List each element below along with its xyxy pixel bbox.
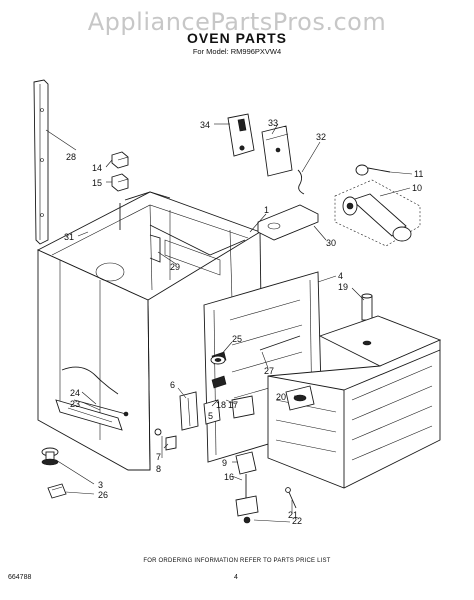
callout-23: 23 (70, 399, 80, 409)
part-28-bracket (47, 483, 67, 499)
callout-25: 25 (232, 334, 242, 344)
model-line: For Model: RM996PXVW4 (192, 47, 282, 56)
callout-31: 30 (326, 238, 336, 248)
callout-7: 7 (156, 452, 161, 462)
part-34-plate (227, 113, 255, 157)
callout-30: 32 (316, 132, 326, 142)
part-30-clip (297, 169, 305, 195)
callout-22: 22 (292, 516, 302, 526)
part-21-nut (285, 487, 297, 509)
callout-27: 27 (264, 366, 274, 376)
part-8-clip (165, 435, 177, 451)
part-32-shelf-support (149, 234, 161, 263)
callout-9: 9 (222, 458, 227, 468)
part-7-screw (154, 428, 162, 436)
page-number: 4 (234, 574, 238, 581)
part-3-foot (41, 447, 59, 466)
oven-cavity-shell (36, 191, 263, 471)
ordering-footer: FOR ORDERING INFORMATION REFER TO PARTS … (143, 558, 331, 564)
callout-29: 31 (64, 232, 74, 242)
callout-1: 1 (264, 205, 269, 215)
part-6-bracket (179, 391, 199, 431)
callout-24: 24 (70, 388, 80, 398)
oven-rack-box (267, 315, 442, 489)
part-20-plate (285, 385, 315, 411)
callout-19: 19 (338, 282, 348, 292)
diagram-title: OVEN PARTS (187, 30, 287, 46)
callout-8: 8 (156, 464, 161, 474)
callout-34: 34 (200, 120, 210, 130)
part-33-plate (261, 125, 293, 177)
callout-33: 33 (268, 118, 278, 128)
callout-21: 21 (288, 510, 298, 520)
part-27-rod (259, 335, 301, 351)
part-11-bulb (355, 164, 391, 176)
part-5-bracket (203, 399, 221, 425)
callout-3: 3 (98, 480, 103, 490)
part-31-drip-pan (257, 204, 319, 241)
callout-32: 29 (170, 262, 180, 272)
part-10-light-assembly (334, 179, 421, 247)
watermark: AppliancePartsPros.com (87, 8, 387, 36)
part-24-thermostat (55, 366, 123, 431)
callout-28: 26 (98, 490, 108, 500)
callout-15: 15 (92, 178, 102, 188)
part-18-bracket (231, 395, 255, 419)
part-25-ring (210, 355, 226, 365)
part-9-valve (235, 451, 259, 524)
part-26-side-rail (33, 79, 49, 245)
callout-16: 16 (224, 472, 234, 482)
callout-5: 5 (208, 411, 213, 421)
part-14-block (111, 151, 129, 169)
callout-17: 17 (228, 400, 238, 410)
part-15-block (111, 173, 129, 192)
callout-20: 20 (276, 392, 286, 402)
callout-6: 6 (170, 380, 175, 390)
part-1-cover (149, 224, 246, 256)
callout-26: 28 (66, 152, 76, 162)
leader-lines (45, 123, 413, 523)
callout-labels: 28 14 15 31 34 33 32 11 10 1 30 29 4 19 … (64, 118, 423, 526)
callout-14: 14 (92, 163, 102, 173)
callout-4: 4 (338, 271, 343, 281)
callout-18: 18 (216, 400, 226, 410)
part-19-post (361, 293, 373, 321)
callout-10: 10 (412, 183, 422, 193)
callout-11: 11 (414, 169, 423, 179)
document-number: 664788 (8, 574, 32, 581)
